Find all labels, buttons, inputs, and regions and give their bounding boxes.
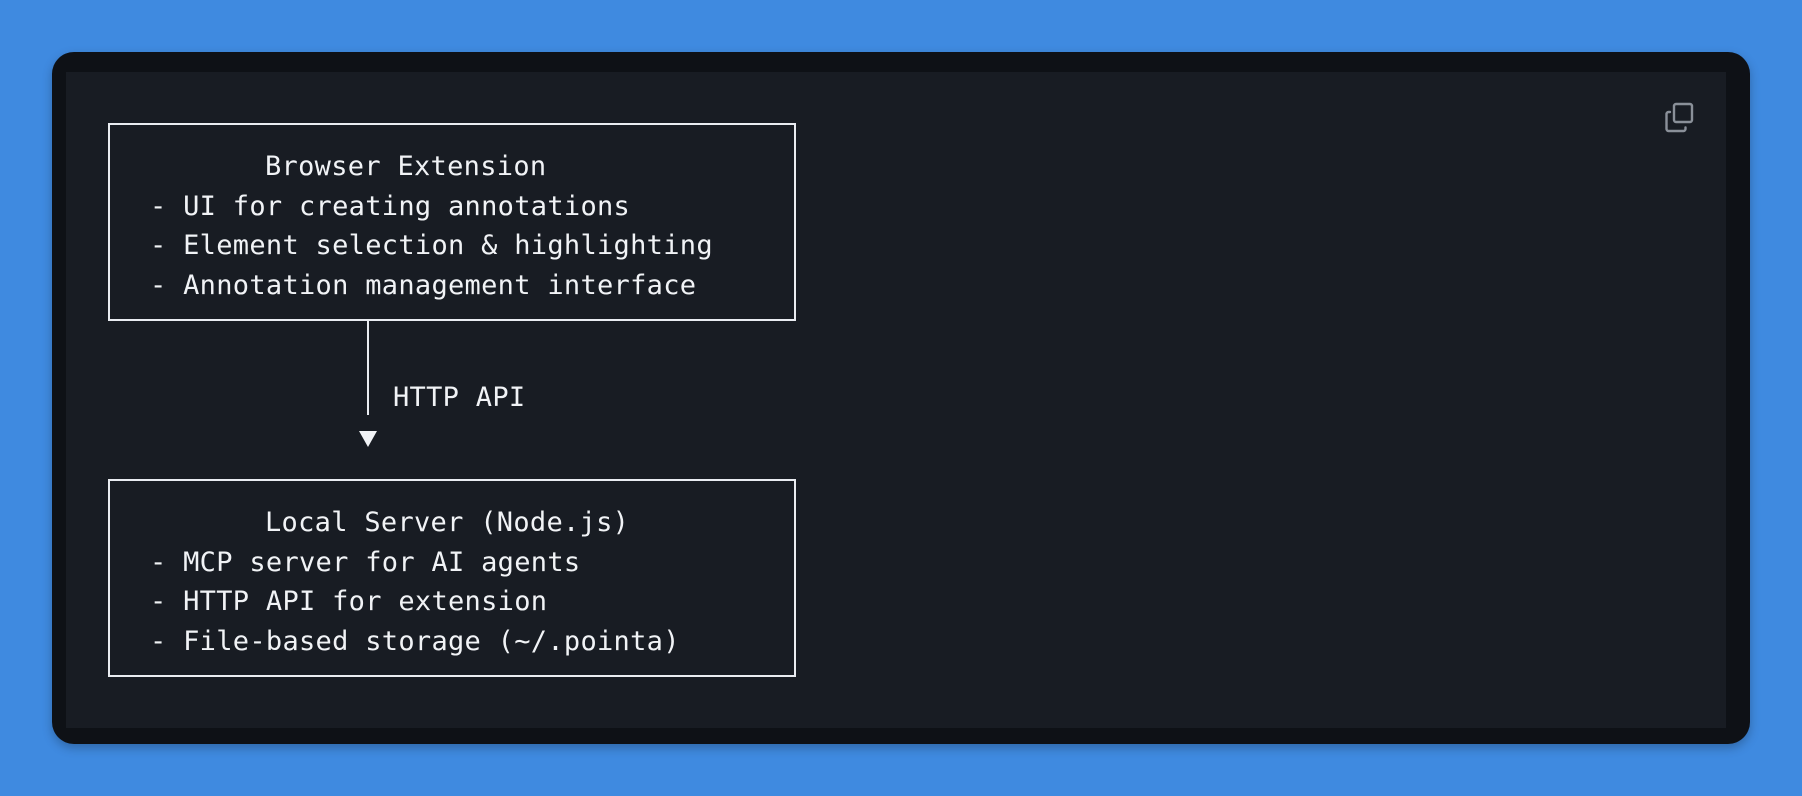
copy-button[interactable]	[1662, 100, 1698, 136]
local-server-item: - HTTP API for extension	[150, 586, 548, 617]
arrow-down-icon	[359, 431, 377, 447]
code-block: Browser Extension - UI for creating anno…	[66, 72, 1726, 728]
copy-icon	[1665, 102, 1694, 133]
browser-extension-item: - Element selection & highlighting	[150, 230, 713, 261]
browser-extension-title: Browser Extension	[265, 151, 547, 182]
browser-extension-box: Browser Extension - UI for creating anno…	[108, 123, 796, 321]
browser-extension-item: - Annotation management interface	[150, 270, 697, 301]
local-server-box: Local Server (Node.js) - MCP server for …	[108, 479, 796, 677]
browser-extension-item: - UI for creating annotations	[150, 191, 631, 222]
connector-line	[367, 321, 369, 415]
local-server-title: Local Server (Node.js)	[265, 507, 630, 538]
local-server-item: - File-based storage (~/.pointa)	[150, 626, 680, 657]
code-block-frame: Browser Extension - UI for creating anno…	[52, 52, 1750, 744]
connector-label: HTTP API	[393, 382, 526, 413]
local-server-item: - MCP server for AI agents	[150, 547, 581, 578]
